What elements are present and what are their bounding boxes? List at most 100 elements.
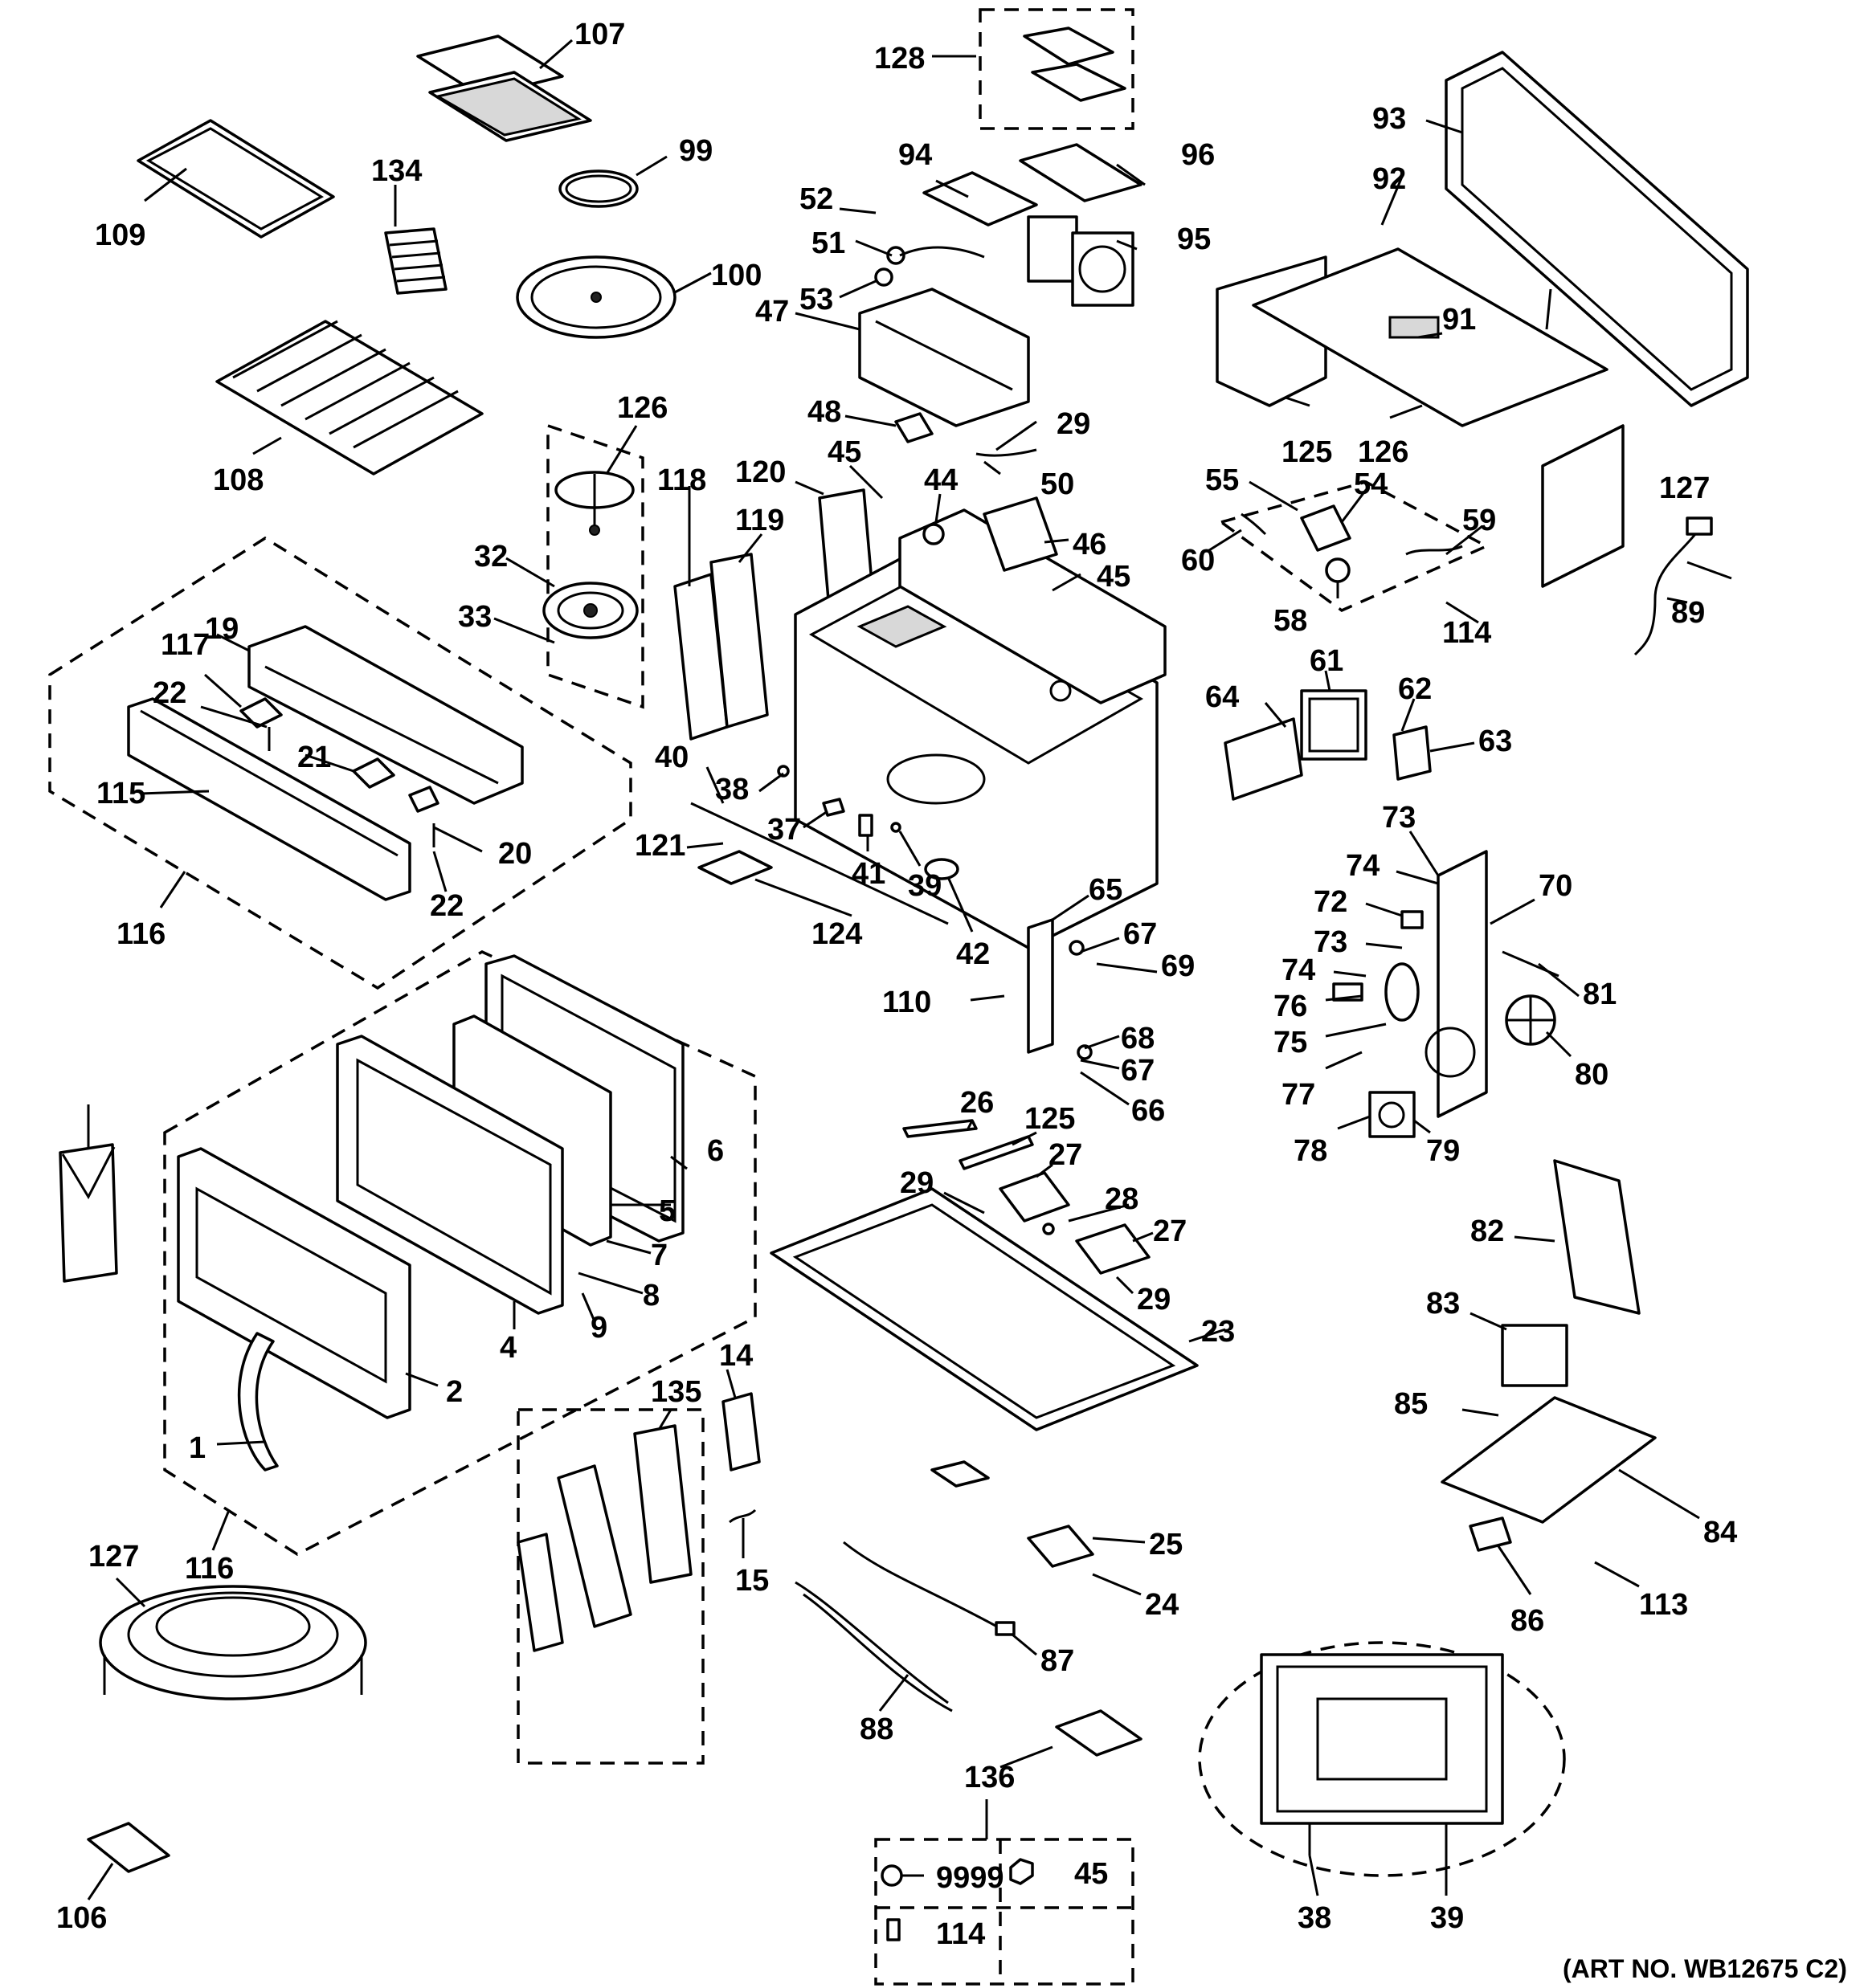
callout-119: 125 xyxy=(1281,435,1332,469)
part-14-module xyxy=(721,1392,761,1472)
group-127-outline xyxy=(979,8,1134,130)
callout-118: 124 xyxy=(811,917,862,951)
callout-15: 15 xyxy=(735,1564,769,1598)
group-110-outline xyxy=(163,950,757,1557)
part-100-turntable xyxy=(516,255,676,339)
callout-4: 4 xyxy=(500,1331,517,1365)
callout-59: 59 xyxy=(1462,504,1496,537)
part-43-light xyxy=(922,523,945,545)
part-20-latch xyxy=(408,786,439,813)
callout-19: 19 xyxy=(205,612,239,646)
callout-27-a: 27 xyxy=(1048,1138,1082,1172)
callout-25: 25 xyxy=(1149,1528,1183,1561)
detail-view xyxy=(1260,1653,1504,1855)
part-108-control-trim xyxy=(127,697,411,901)
callout-61: 61 xyxy=(1310,644,1343,678)
callout-51: 51 xyxy=(811,227,845,260)
callout-116: 120 xyxy=(735,455,786,489)
callout-22-a: 22 xyxy=(153,676,186,710)
part-70-control-board xyxy=(1425,850,1488,1118)
callout-50: 50 xyxy=(1040,467,1074,501)
callout-134: 135 xyxy=(651,1375,701,1409)
callout-85: 85 xyxy=(1394,1387,1428,1421)
part-50-wire xyxy=(975,448,1037,457)
callout-24: 24 xyxy=(1145,1588,1179,1622)
part-127-vent-duct xyxy=(1023,27,1126,102)
callout-42: 42 xyxy=(956,937,990,971)
part-61-magnetron xyxy=(1300,689,1367,761)
part-86-bracket xyxy=(1469,1517,1512,1552)
callout-32: 32 xyxy=(474,540,508,574)
part-104-panel xyxy=(137,119,335,239)
part-103-rack xyxy=(215,320,484,476)
callout-labels: 128 107 99 100 109 134 108 94 96 95 52 5… xyxy=(56,18,1737,1951)
callout-27-b: 27 xyxy=(1153,1214,1187,1248)
callout-77: 77 xyxy=(1281,1078,1315,1112)
callout-96: 96 xyxy=(1181,138,1215,172)
callout-55: 55 xyxy=(1205,463,1239,497)
callout-65: 65 xyxy=(1089,873,1122,907)
callout-28: 28 xyxy=(1105,1182,1138,1216)
callout-109: 116 xyxy=(116,917,166,951)
callout-22-b: 22 xyxy=(430,889,464,923)
part-101-bag xyxy=(87,1822,170,1873)
part-27-28-29-bracket xyxy=(999,1171,1151,1275)
callout-81: 81 xyxy=(1583,978,1617,1011)
callout-106-b: 114 xyxy=(936,1917,985,1951)
callout-58: 58 xyxy=(1273,604,1307,638)
callout-115: 119 xyxy=(735,504,784,537)
part-4-door-inner xyxy=(336,1035,564,1315)
callout-14: 14 xyxy=(719,1339,753,1373)
callout-113: 117 xyxy=(161,628,210,662)
callout-45-a: 45 xyxy=(1097,560,1130,594)
part-96-bracket xyxy=(1019,143,1142,202)
callout-9: 9 xyxy=(591,1311,607,1345)
callout-91: 91 xyxy=(1442,303,1476,337)
part-65-latch-board xyxy=(1027,918,1093,1060)
part-135-bag xyxy=(1055,1709,1142,1757)
part-48-thermostat xyxy=(894,412,934,443)
callout-39-b: 39 xyxy=(1430,1901,1464,1935)
callout-86: 86 xyxy=(1510,1604,1544,1638)
group-109-outline xyxy=(48,536,632,990)
callout-83: 83 xyxy=(1426,1287,1460,1321)
part-113-switch xyxy=(239,697,283,729)
callout-101: 106 xyxy=(56,1901,107,1935)
part-128-grill xyxy=(384,227,448,295)
callout-87: 87 xyxy=(1040,1644,1074,1678)
callout-5: 5 xyxy=(659,1194,676,1228)
callout-41: 41 xyxy=(852,857,885,891)
callout-72: 72 xyxy=(1314,885,1347,919)
part-106-screw xyxy=(886,1918,901,1941)
part-125-stirrer xyxy=(554,471,635,536)
part-89-power-cord xyxy=(1633,516,1713,656)
callout-74-b: 74 xyxy=(1281,953,1315,987)
part-1-handle xyxy=(237,1332,279,1472)
callout-89: 89 xyxy=(1671,596,1705,630)
callout-45-b: 45 xyxy=(1074,1857,1108,1891)
callout-20: 20 xyxy=(498,837,532,871)
callout-40: 40 xyxy=(655,741,689,774)
callout-127: 128 xyxy=(874,42,925,76)
callout-95: 95 xyxy=(1177,222,1211,256)
part-47-housing xyxy=(858,288,1030,427)
callout-100: 100 xyxy=(711,259,762,292)
callout-39-a: 39 xyxy=(908,869,942,903)
callout-46: 46 xyxy=(1073,528,1106,561)
callout-53: 53 xyxy=(799,283,833,316)
callout-21: 21 xyxy=(297,741,331,774)
part-126-rack xyxy=(99,1585,367,1700)
callout-73-a: 73 xyxy=(1382,801,1416,835)
part-64-waveguide xyxy=(1224,717,1303,801)
callout-64: 64 xyxy=(1205,680,1239,714)
callout-29-c: 29 xyxy=(1137,1283,1171,1316)
part-84-base xyxy=(1441,1396,1657,1524)
callout-82: 82 xyxy=(1470,1214,1504,1248)
callout-79: 79 xyxy=(1426,1134,1460,1168)
leader-lines xyxy=(87,39,1732,1900)
callout-80: 80 xyxy=(1575,1058,1608,1092)
callout-48: 48 xyxy=(807,395,841,429)
callout-52: 52 xyxy=(799,182,833,216)
part-45-nut xyxy=(1009,1858,1034,1885)
